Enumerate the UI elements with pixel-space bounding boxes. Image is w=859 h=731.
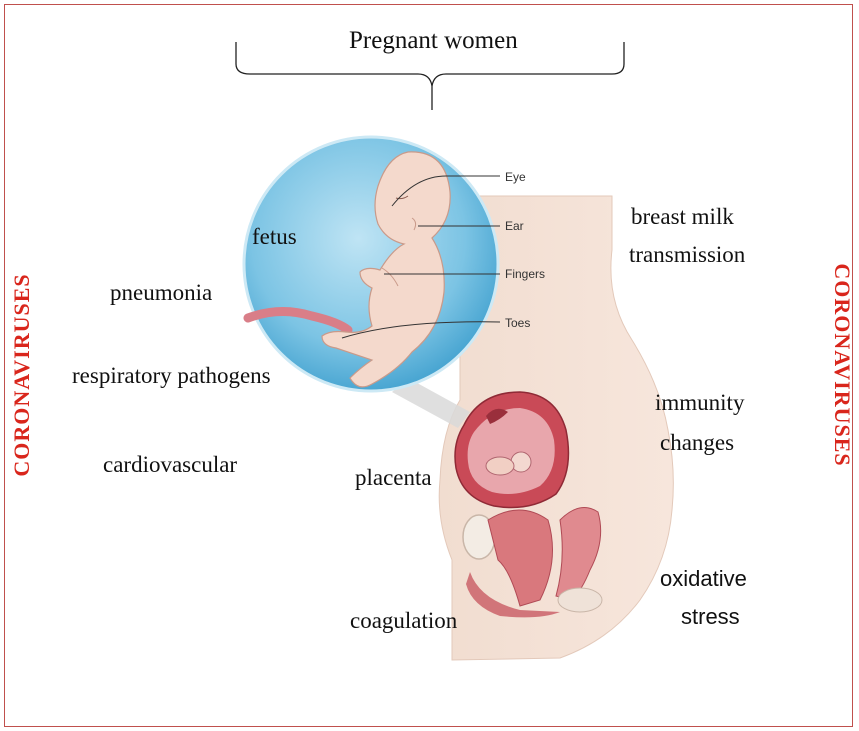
fetus-bubble <box>244 137 498 391</box>
label-oxidative: oxidative <box>660 568 747 590</box>
side-label-left: CORONAVIRUSES <box>11 273 33 476</box>
label-fetus: fetus <box>252 225 297 248</box>
label-ear: Ear <box>505 220 524 232</box>
label-cardiovascular: cardiovascular <box>103 453 237 476</box>
label-changes: changes <box>660 431 734 454</box>
label-fingers: Fingers <box>505 268 545 280</box>
label-toes: Toes <box>505 317 530 329</box>
label-breast-milk: breast milk <box>631 205 734 228</box>
side-label-right: CORONAVIRUSES <box>831 263 853 466</box>
label-stress: stress <box>681 606 740 628</box>
label-coagulation: coagulation <box>350 609 457 632</box>
label-pneumonia: pneumonia <box>110 281 212 304</box>
label-transmission: transmission <box>629 243 745 266</box>
label-immunity: immunity <box>655 391 744 414</box>
diagram-title: Pregnant women <box>349 28 518 53</box>
label-placenta: placenta <box>355 466 432 489</box>
label-respiratory-pathogens: respiratory pathogens <box>72 364 271 387</box>
label-eye: Eye <box>505 171 526 183</box>
